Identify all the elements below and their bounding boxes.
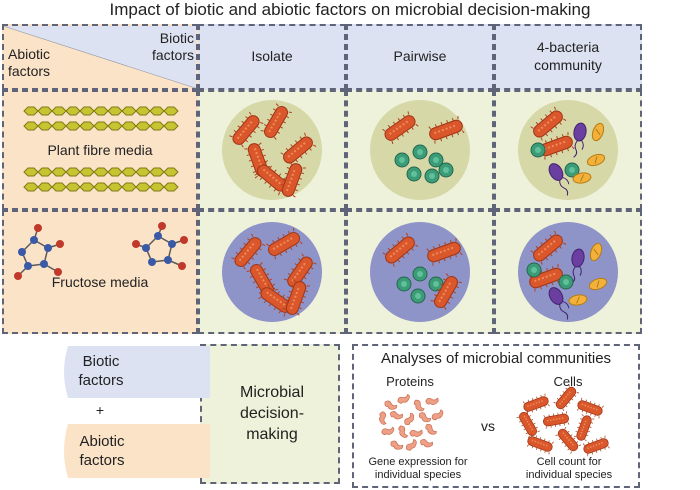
decision-making-box (200, 344, 340, 484)
plant-fibre-chain-bottom (23, 167, 179, 192)
row-label-plant-text: Plant fibre media (47, 142, 153, 158)
abiotic-arrow (64, 424, 210, 478)
analyses-title: Analyses of microbial communities (380, 350, 612, 367)
fructose-molecule-right (132, 222, 188, 270)
cells-label: Cells (553, 374, 583, 389)
corner-abiotic-label: Abiotic factors (8, 46, 51, 79)
abiotic-arrow-label: Abiotic factors (79, 433, 125, 469)
column-label-community: 4-bacteria community (534, 39, 602, 73)
figure-title: Impact of biotic and abiotic factors on … (109, 0, 591, 19)
column-label-isolate: Isolate (251, 48, 293, 64)
column-header-isolate (198, 24, 346, 90)
plus-sign: + (95, 402, 105, 418)
protein-fragments (377, 392, 446, 453)
column-label-pairwise: Pairwise (393, 48, 447, 64)
corner-biotic-label: Biotic factors (151, 30, 194, 63)
cells-caption: Cell count for individual species (525, 456, 613, 481)
row-label-fructose-text: Fructose media (51, 274, 149, 290)
proteins-caption: Gene expression for individual species (368, 456, 468, 481)
proteins-label: Proteins (386, 374, 434, 389)
column-header-community (494, 24, 642, 90)
fructose-molecule-left (14, 224, 64, 280)
row-label-fructose (2, 210, 198, 334)
biotic-arrow (64, 346, 210, 398)
column-header-pairwise (346, 24, 494, 90)
decision-making-label: Microbial decision-making (239, 384, 305, 443)
vs-label: vs (481, 418, 495, 434)
cells-cluster (515, 383, 612, 458)
plant-fibre-chain-top (23, 106, 179, 131)
biotic-arrow-label: Biotic factors (78, 353, 124, 389)
